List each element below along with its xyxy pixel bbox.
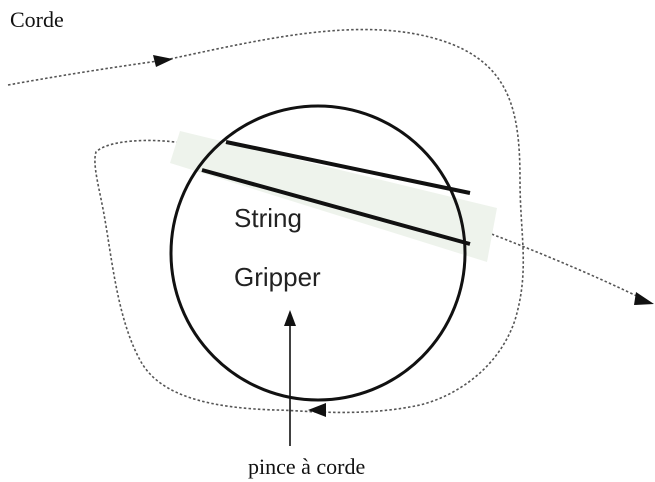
rope-label: Corde	[10, 7, 64, 32]
gripper-disc	[169, 104, 467, 402]
pointer-up-arrow-icon	[284, 310, 296, 326]
caption-label: pince à corde	[248, 454, 365, 479]
path-arrow-bottom-icon	[308, 403, 326, 417]
slot-upper-edge	[225, 140, 471, 195]
path-arrow-right-icon	[634, 292, 654, 305]
slot-lower-edge	[201, 168, 471, 246]
gripper-label-line2: Gripper	[234, 262, 321, 292]
path-arrow-top-icon	[153, 55, 173, 67]
gripper-label-line1: String	[234, 203, 302, 233]
